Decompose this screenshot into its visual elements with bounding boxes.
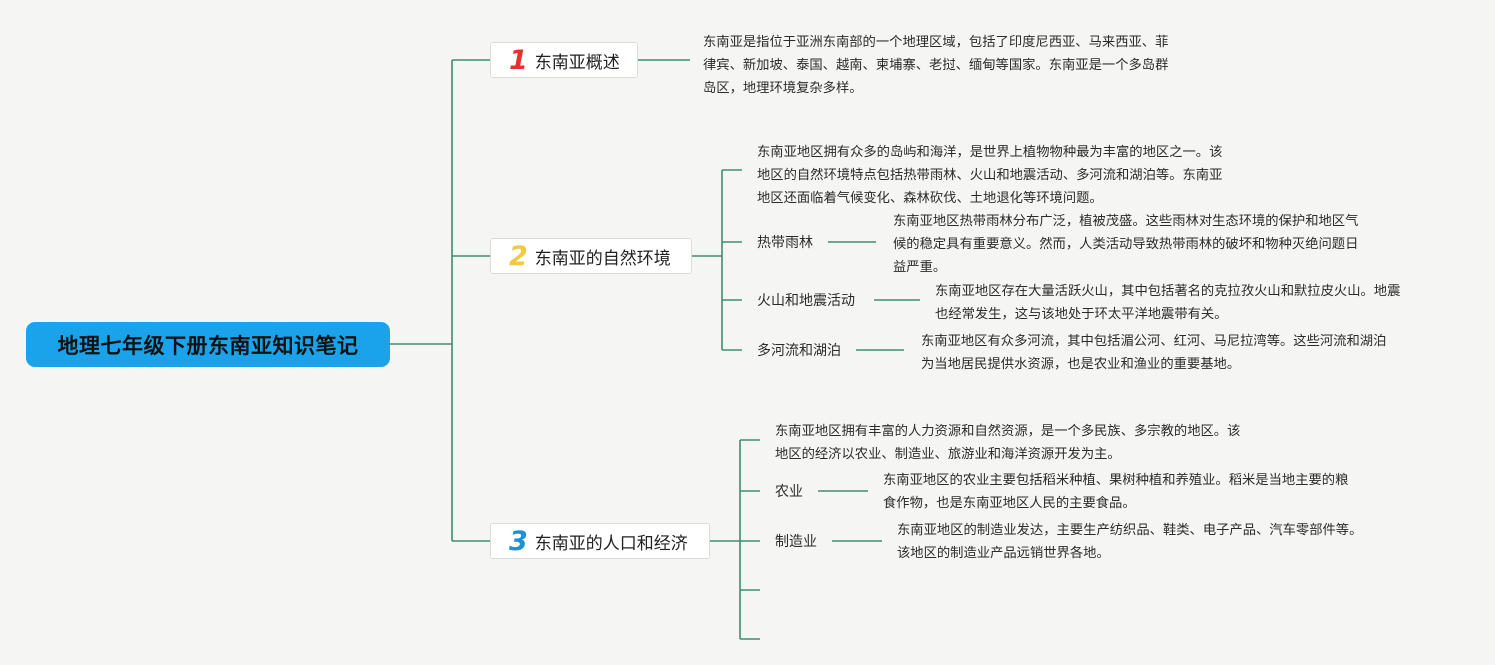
root-title: 地理七年级下册东南亚知识笔记 <box>57 333 359 358</box>
topic-1-line: 东南亚是指位于亚洲东南部的一个地理区域，包括了印度尼西亚、马来西亚、菲 <box>703 35 1169 50</box>
rivers-line: 为当地居民提供水资源，也是农业和渔业的重要基地。 <box>921 357 1241 372</box>
rainforest-text: 东南亚地区热带雨林分布广泛，植被茂盛。这些雨林对生态环境的保护和地区气 候的稳定… <box>893 210 1358 279</box>
number-3-badge: 3 <box>509 525 528 557</box>
topic-node-3[interactable]: 3 东南亚的人口和经济 <box>490 523 710 559</box>
topic-title-3: 东南亚的人口和经济 <box>534 533 688 554</box>
manufacturing-text: 东南亚地区的制造业发达，主要生产纺织品、鞋类、电子产品、汽车零部件等。 该地区的… <box>897 519 1362 565</box>
number-2-badge: 2 <box>509 240 528 272</box>
topic-node-1[interactable]: 1 东南亚概述 <box>490 42 638 78</box>
topic-1-line: 岛区，地理环境复杂多样。 <box>703 81 863 96</box>
topic-2-intro-line: 地区还面临着气候变化、森林砍伐、土地退化等环境问题。 <box>757 191 1103 206</box>
manufacturing-line: 东南亚地区的制造业发达，主要生产纺织品、鞋类、电子产品、汽车零部件等。 <box>897 523 1363 538</box>
topic-3-intro-line: 地区的经济以农业、制造业、旅游业和海洋资源开发为主。 <box>775 447 1121 462</box>
subtopic-rainforest[interactable]: 热带雨林 <box>757 235 813 251</box>
manufacturing-line: 该地区的制造业产品远销世界各地。 <box>897 546 1110 561</box>
topic-title-1: 东南亚概述 <box>534 52 620 73</box>
volcano-line: 也经常发生，这与该地处于环太平洋地震带有关。 <box>935 307 1228 322</box>
rainforest-line: 东南亚地区热带雨林分布广泛，植被茂盛。这些雨林对生态环境的保护和地区气 <box>893 214 1359 229</box>
agriculture-text: 东南亚地区的农业主要包括稻米种植、果树种植和养殖业。稻米是当地主要的粮 食作物，… <box>883 469 1348 515</box>
topic-title-2: 东南亚的自然环境 <box>534 248 671 269</box>
topic-3-intro-line: 东南亚地区拥有丰富的人力资源和自然资源，是一个多民族、多宗教的地区。该 <box>775 424 1241 439</box>
rainforest-line: 益严重。 <box>893 260 947 275</box>
subtopic-volcano[interactable]: 火山和地震活动 <box>757 293 855 309</box>
agriculture-line: 食作物，也是东南亚地区人民的主要食品。 <box>883 496 1136 511</box>
topic-2-intro-line: 地区的自然环境特点包括热带雨林、火山和地震活动、多河流和湖泊等。东南亚 <box>757 168 1223 183</box>
subtopic-manufacturing[interactable]: 制造业 <box>775 534 817 550</box>
subtopic-rivers[interactable]: 多河流和湖泊 <box>757 343 841 359</box>
number-1-badge: 1 <box>509 44 528 76</box>
topic-1-text: 东南亚是指位于亚洲东南部的一个地理区域，包括了印度尼西亚、马来西亚、菲 律宾、新… <box>703 31 1168 100</box>
rivers-text: 东南亚地区有众多河流，其中包括湄公河、红河、马尼拉湾等。这些河流和湖泊 为当地居… <box>921 330 1386 376</box>
topic-2-intro: 东南亚地区拥有众多的岛屿和海洋，是世界上植物物种最为丰富的地区之一。该 地区的自… <box>757 141 1222 210</box>
volcano-text: 东南亚地区存在大量活跃火山，其中包括著名的克拉孜火山和默拉皮火山。地震 也经常发… <box>935 280 1400 326</box>
volcano-line: 东南亚地区存在大量活跃火山，其中包括著名的克拉孜火山和默拉皮火山。地震 <box>935 284 1401 299</box>
topic-3-intro: 东南亚地区拥有丰富的人力资源和自然资源，是一个多民族、多宗教的地区。该 地区的经… <box>775 420 1240 466</box>
rainforest-line: 候的稳定具有重要意义。然而，人类活动导致热带雨林的破坏和物种灭绝问题日 <box>893 237 1359 252</box>
topic-2-intro-line: 东南亚地区拥有众多的岛屿和海洋，是世界上植物物种最为丰富的地区之一。该 <box>757 145 1223 160</box>
topic-node-2[interactable]: 2 东南亚的自然环境 <box>490 238 692 274</box>
agriculture-line: 东南亚地区的农业主要包括稻米种植、果树种植和养殖业。稻米是当地主要的粮 <box>883 473 1349 488</box>
subtopic-agriculture[interactable]: 农业 <box>775 484 803 500</box>
topic-1-line: 律宾、新加坡、泰国、越南、柬埔寨、老挝、缅甸等国家。东南亚是一个多岛群 <box>703 58 1169 73</box>
rivers-line: 东南亚地区有众多河流，其中包括湄公河、红河、马尼拉湾等。这些河流和湖泊 <box>921 334 1387 349</box>
root-node[interactable]: 地理七年级下册东南亚知识笔记 <box>26 322 390 367</box>
